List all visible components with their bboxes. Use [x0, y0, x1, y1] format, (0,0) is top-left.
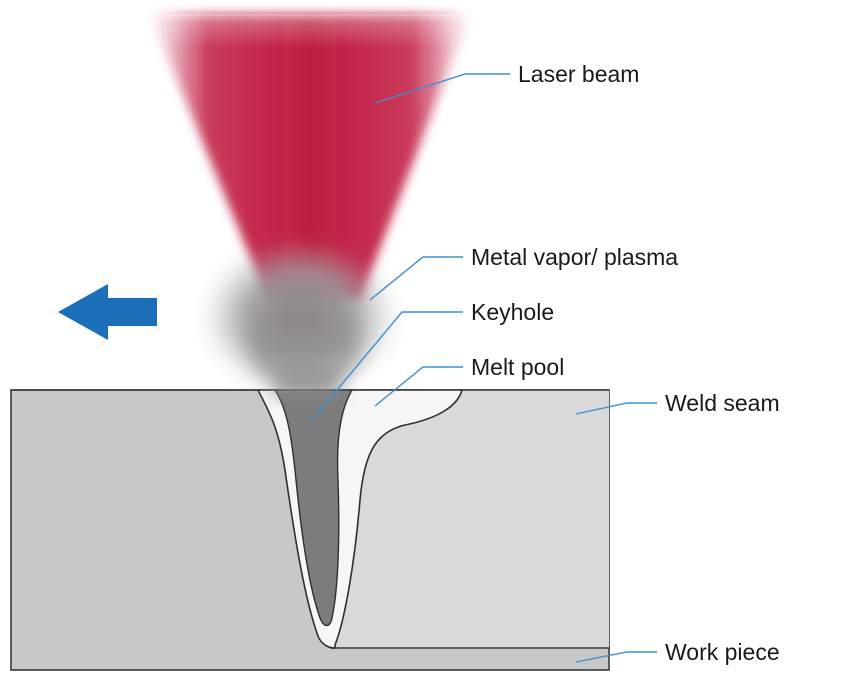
leader-weld-seam	[575, 402, 657, 415]
keyhole	[273, 389, 354, 627]
label-laser-beam: Laser beam	[518, 61, 639, 87]
label-metal-vapor-plasma: Metal vapor/ plasma	[471, 244, 678, 270]
leader-laser-beam	[374, 73, 510, 104]
leader-melt-pool	[374, 366, 463, 407]
label-work-piece: Work piece	[665, 639, 780, 665]
label-keyhole: Keyhole	[471, 299, 554, 325]
left-arrow-icon	[58, 284, 157, 340]
metal-vapor-plasma	[202, 240, 398, 398]
label-weld-seam: Weld seam	[665, 390, 780, 416]
leader-metal-vapor	[369, 256, 463, 301]
laser-beam	[150, 14, 470, 300]
weld-seam	[330, 390, 609, 648]
label-melt-pool: Melt pool	[471, 354, 564, 380]
leader-work-piece	[575, 651, 657, 663]
leader-keyhole	[311, 311, 463, 421]
